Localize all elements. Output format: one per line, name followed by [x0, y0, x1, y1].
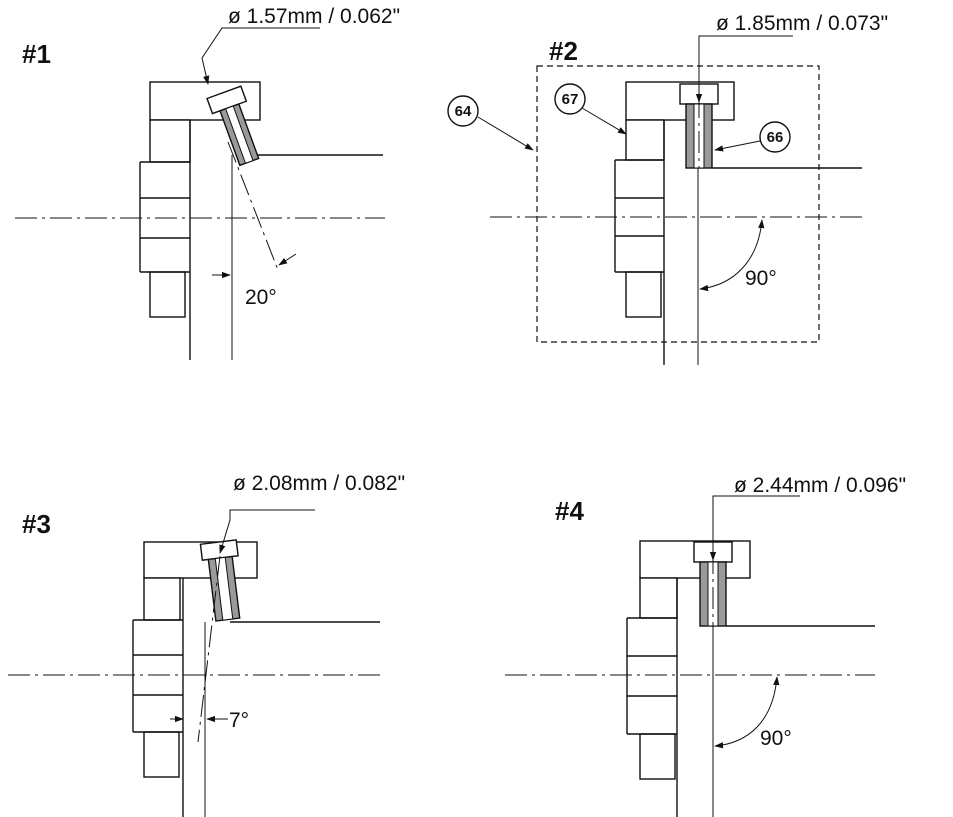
diameter-label: ø 1.85mm / 0.073" [716, 12, 888, 35]
angle-label: 90° [745, 267, 777, 290]
variant-1-label: #1 [22, 39, 51, 69]
carburetor-body [132, 541, 258, 817]
diameter-label: ø 1.57mm / 0.062" [228, 5, 400, 28]
jet-axis [197, 555, 221, 743]
callout-67: 67 [554, 83, 627, 135]
callout-66: 66 [714, 121, 791, 153]
angle-arc [714, 676, 780, 749]
svg-text:64: 64 [455, 103, 472, 120]
variant-4: #4 ø 2.44mm / 0.096" 90° [505, 474, 906, 817]
jet-nozzle [206, 85, 260, 167]
variant-2-label: #2 [549, 36, 578, 66]
jet-nozzle [693, 541, 733, 627]
variant-3-label: #3 [22, 509, 51, 539]
variant-4-label: #4 [555, 496, 584, 526]
angle-arrow-right [278, 253, 297, 266]
svg-text:67: 67 [562, 91, 579, 108]
variant-1: #1 ø 1.57mm / 0.062" 20° [15, 5, 400, 360]
detail-box [536, 65, 820, 343]
diameter-leader [695, 35, 793, 103]
carburetor-body [614, 81, 735, 365]
callout-64: 64 [447, 95, 534, 151]
jet-nozzle [679, 83, 719, 169]
angle-arc [699, 219, 765, 292]
diameter-label: ø 2.08mm / 0.082" [233, 472, 405, 495]
carburetor-body [626, 540, 751, 817]
svg-text:66: 66 [767, 129, 784, 146]
jet-axis [227, 141, 279, 271]
angle-label: 90° [760, 727, 792, 750]
diameter-label: ø 2.44mm / 0.096" [734, 474, 906, 497]
variant-3: #3 ø 2.08mm / 0.082" 7° [8, 472, 405, 817]
variant-2: #2 ø 1.85mm / 0.073" 64 [447, 12, 888, 365]
diameter-leader [709, 495, 800, 561]
diameter-leader [201, 27, 320, 85]
angle-label: 20° [245, 286, 277, 309]
angle-label: 7° [229, 709, 249, 732]
diameter-leader [219, 509, 315, 554]
